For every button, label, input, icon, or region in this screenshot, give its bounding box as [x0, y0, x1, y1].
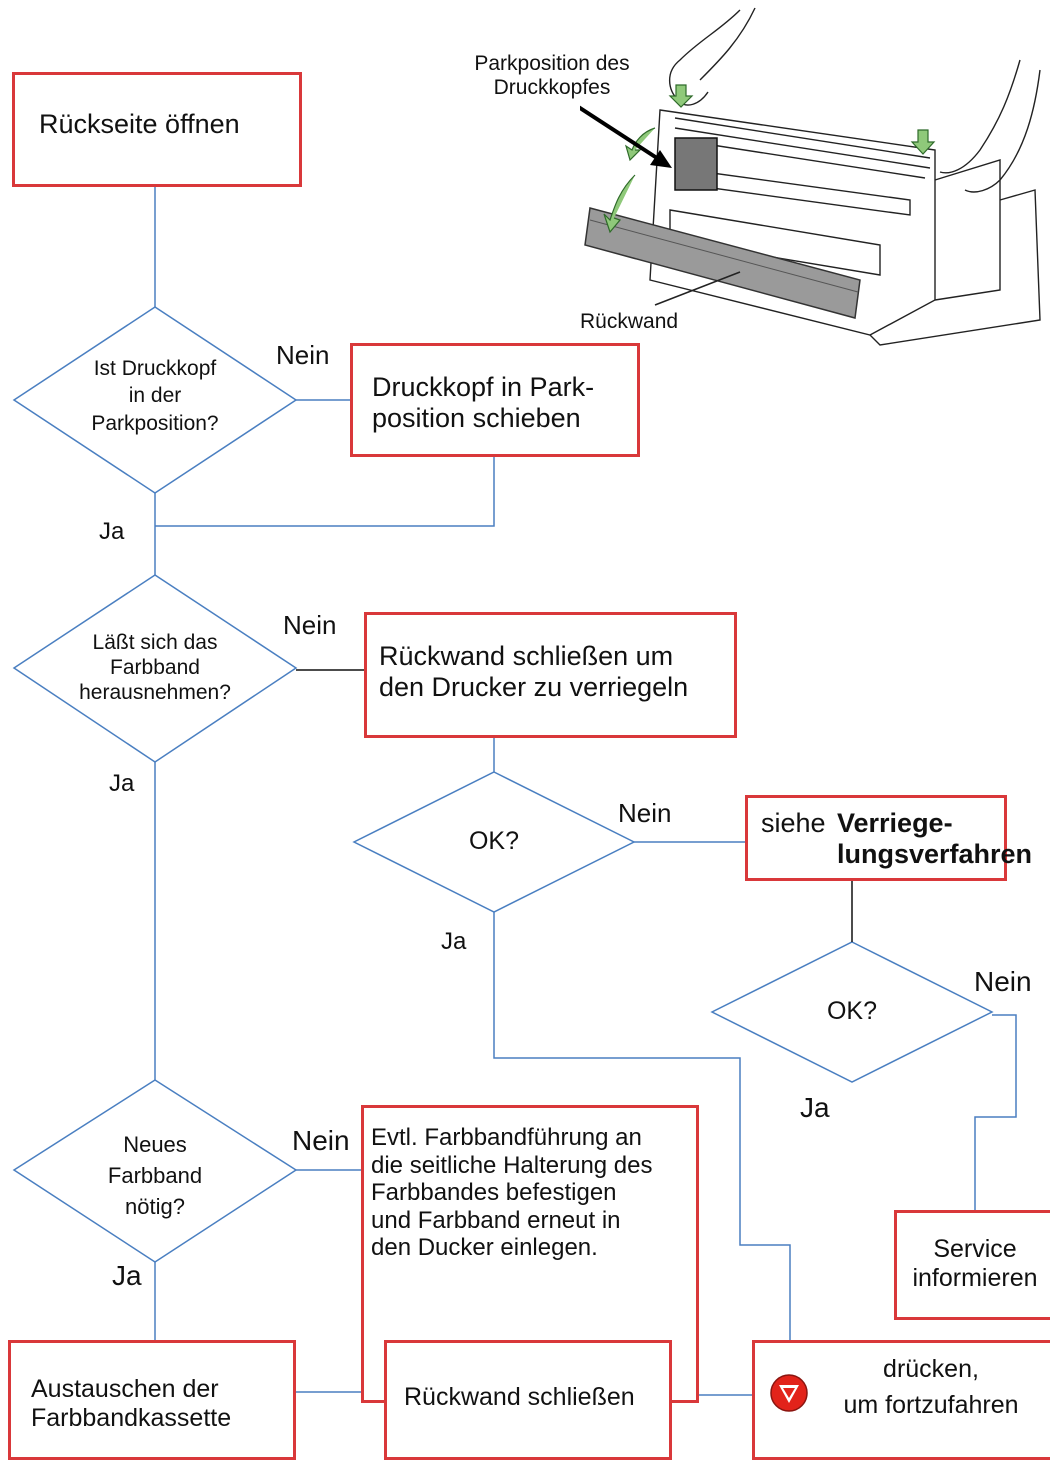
box-open-rear-text: Rückseite öffnen — [39, 109, 240, 139]
box-press-continue: drücken, um fortzufahren — [752, 1340, 1050, 1460]
box-park-push: Druckkopf in Park- position schieben — [350, 343, 640, 457]
green-arrow-down-1 — [668, 84, 694, 108]
box-replace-cassette: Austauschen der Farbbandkassette — [8, 1340, 296, 1460]
label-ja-ok2: Ja — [800, 1092, 830, 1123]
box-service: Service informieren — [894, 1210, 1050, 1320]
decision-park-text: Ist Druckkopf in der Parkposition? — [91, 357, 219, 435]
label-nein-new-ribbon: Nein — [292, 1125, 350, 1156]
decision-ok1-text: OK? — [468, 827, 520, 855]
green-arrow-down-2 — [910, 129, 936, 155]
locking-bold-link: Verriege- lungsverfahren — [837, 808, 1033, 870]
print-head-shape — [674, 137, 718, 191]
box-close-rear: Rückwand schließen — [384, 1340, 672, 1460]
rear-panel-shape — [584, 207, 861, 319]
label-nein-park: Nein — [276, 340, 330, 370]
printer-illustration — [580, 7, 1041, 346]
label-nein-ok2: Nein — [974, 966, 1032, 997]
box-close-lock: Rückwand schließen um den Drucker zu ver… — [364, 612, 737, 738]
label-nein-ok1: Nein — [618, 798, 672, 828]
box-locking-procedure: siehe Verriege- lungsverfahren — [745, 795, 1032, 881]
label-ja-new-ribbon: Ja — [112, 1260, 142, 1291]
box-park-push-text: Druckkopf in Park- position schieben — [372, 372, 595, 434]
label-park-position: Parkposition des Druckkopfes — [474, 52, 630, 100]
box-press-continue-text: drücken, um fortzufahren — [843, 1355, 1019, 1420]
box-ribbon-guide-text: Evtl. Farbbandführung an die seitliche H… — [371, 1124, 653, 1262]
label-ja-ribbon: Ja — [109, 770, 135, 797]
box-locking-procedure-text: siehe Verriege- lungsverfahren — [761, 808, 1032, 869]
green-arrow-down-left — [603, 174, 636, 234]
locking-prefix: siehe — [761, 808, 834, 838]
decision-new-ribbon-text: Neues Farbband nötig? — [107, 1132, 203, 1219]
label-ja-park: Ja — [99, 518, 125, 545]
box-close-rear-text: Rückwand schließen — [404, 1383, 635, 1411]
label-nein-ribbon: Nein — [283, 610, 337, 640]
box-service-text: Service informieren — [912, 1235, 1038, 1292]
decision-ribbon-text: Läßt sich das Farbband herausnehmen? — [79, 631, 231, 705]
label-rueckwand: Rückwand — [580, 310, 679, 333]
continue-button-icon — [770, 1374, 808, 1412]
box-close-lock-text: Rückwand schließen um den Drucker zu ver… — [379, 641, 689, 703]
box-open-rear: Rückseite öffnen — [12, 72, 302, 187]
decision-ok2-diamond — [710, 941, 994, 1083]
label-ja-ok1: Ja — [441, 928, 467, 955]
box-replace-cassette-text: Austauschen der Farbbandkassette — [31, 1375, 232, 1432]
decision-ok2-text: OK? — [826, 997, 878, 1025]
